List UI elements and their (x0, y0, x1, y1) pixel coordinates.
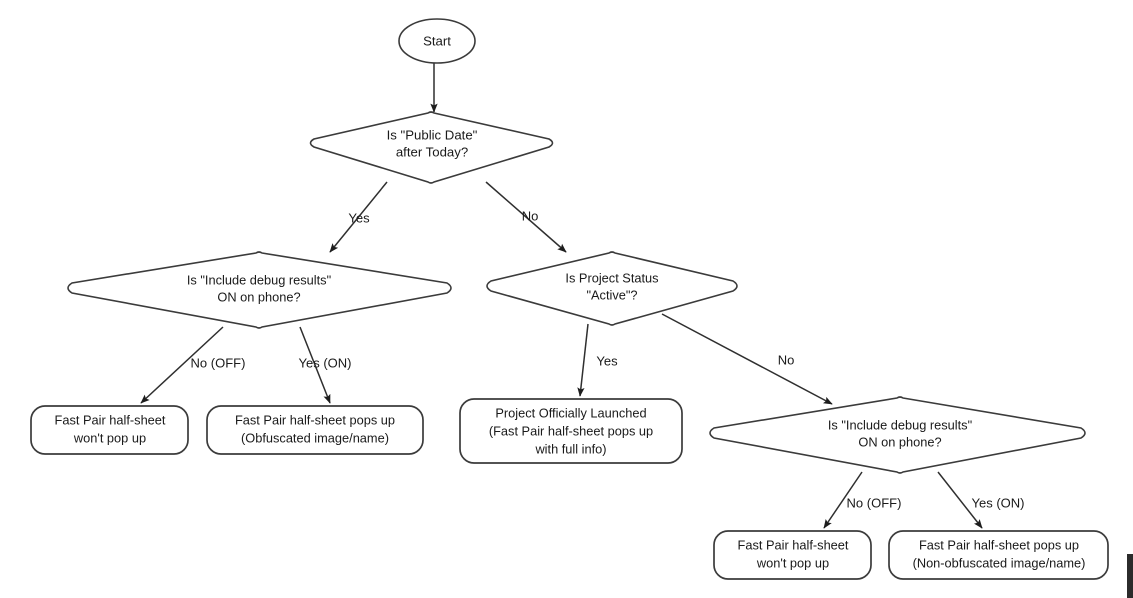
edge-label-debug-left-yes-on: Yes (ON) (299, 355, 352, 370)
result-launched-line1: Project Officially Launched (495, 405, 646, 420)
decision-public-date-line1: Is "Public Date" (387, 127, 478, 142)
result-no-popup-left-line1: Fast Pair half-sheet (55, 412, 166, 427)
decision-public-date-line2: after Today? (396, 144, 468, 159)
edge-public-date-no (485, 181, 567, 253)
decision-project-status-shape (486, 251, 738, 326)
edge-project-status-yes (577, 323, 589, 397)
decision-debug-left-line2: ON on phone? (217, 289, 300, 304)
result-no-popup-left-line2: won't pop up (73, 430, 146, 445)
edge-debug-left-yes-on (299, 326, 331, 404)
node-result-obfuscated[interactable]: Fast Pair half-sheet pops up (Obfuscated… (206, 405, 424, 455)
edge-label-public-date-yes: Yes (348, 210, 370, 225)
node-result-no-popup-right[interactable]: Fast Pair half-sheet won't pop up (713, 530, 872, 580)
decision-debug-right-line2: ON on phone? (858, 434, 941, 449)
result-launched-line3: with full info) (534, 441, 606, 456)
decision-debug-left-line1: Is "Include debug results" (187, 272, 331, 287)
edge-label-debug-right-no-off: No (OFF) (847, 495, 902, 510)
node-decision-debug-left[interactable]: Is "Include debug results" ON on phone? (67, 251, 452, 329)
edge-debug-left-no-off (140, 326, 224, 404)
edge-label-debug-left-no-off: No (OFF) (191, 355, 246, 370)
decision-debug-right-line1: Is "Include debug results" (828, 417, 972, 432)
edge-group (140, 62, 983, 529)
edge-label-project-status-no: No (778, 352, 795, 367)
decision-debug-left-shape (67, 251, 452, 329)
decision-project-status-line2: "Active"? (586, 287, 637, 302)
node-result-non-obfuscated[interactable]: Fast Pair half-sheet pops up (Non-obfusc… (888, 530, 1109, 580)
edge-label-project-status-yes: Yes (596, 353, 618, 368)
edge-label-group: Yes No No (OFF) Yes (ON) Yes No No (OFF)… (191, 208, 1025, 510)
result-non-obfuscated-line1: Fast Pair half-sheet pops up (919, 537, 1079, 552)
decision-debug-right-shape (709, 396, 1086, 474)
node-decision-public-date[interactable]: Is "Public Date" after Today? (309, 111, 554, 184)
result-launched-line2: (Fast Pair half-sheet pops up (489, 423, 653, 438)
result-non-obfuscated-shape (888, 530, 1109, 580)
result-no-popup-left-shape (30, 405, 189, 455)
edge-debug-right-no-off (823, 471, 863, 529)
node-decision-project-status[interactable]: Is Project Status "Active"? (486, 251, 738, 326)
edge-project-status-no (661, 313, 833, 405)
result-obfuscated-line1: Fast Pair half-sheet pops up (235, 412, 395, 427)
result-no-popup-right-shape (713, 530, 872, 580)
result-no-popup-right-line2: won't pop up (756, 555, 829, 570)
start-label: Start (423, 33, 451, 48)
node-start[interactable]: Start (398, 18, 476, 64)
edge-debug-right-yes-on (937, 471, 983, 529)
result-obfuscated-shape (206, 405, 424, 455)
result-launched-shape (459, 398, 683, 464)
result-non-obfuscated-line2: (Non-obfuscated image/name) (913, 555, 1086, 570)
decision-public-date-shape (309, 111, 554, 184)
start-ellipse-shape (398, 18, 476, 64)
page-edge-scroll-marker (1127, 554, 1133, 598)
result-no-popup-right-line1: Fast Pair half-sheet (738, 537, 849, 552)
node-result-launched[interactable]: Project Officially Launched (Fast Pair h… (459, 398, 683, 464)
edge-label-debug-right-yes-on: Yes (ON) (972, 495, 1025, 510)
edge-label-public-date-no: No (522, 208, 539, 223)
result-obfuscated-line2: (Obfuscated image/name) (241, 430, 389, 445)
node-result-no-popup-left[interactable]: Fast Pair half-sheet won't pop up (30, 405, 189, 455)
edge-public-date-yes (329, 181, 388, 253)
node-decision-debug-right[interactable]: Is "Include debug results" ON on phone? (709, 396, 1086, 474)
decision-project-status-line1: Is Project Status (565, 270, 658, 285)
